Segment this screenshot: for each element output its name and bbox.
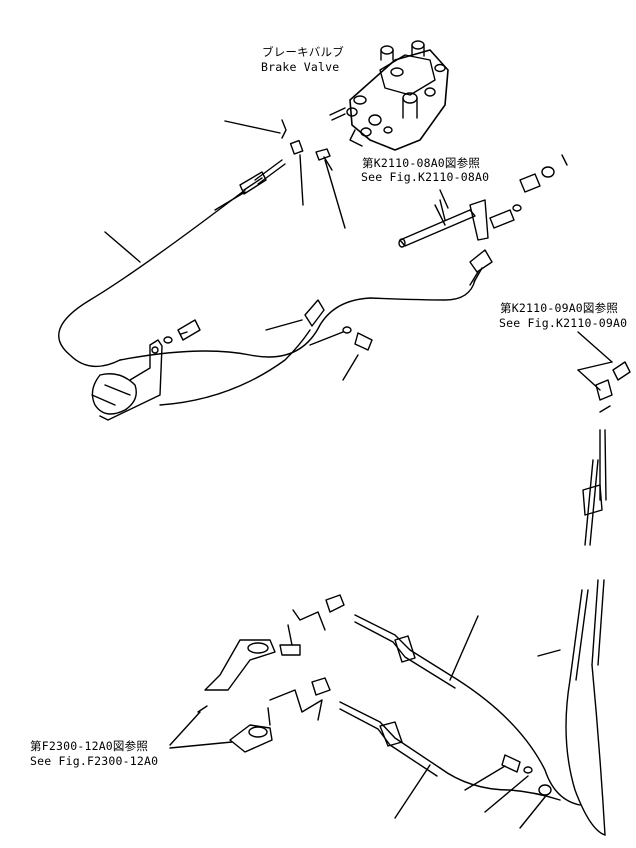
brake-valve-label-jp: ブレーキバルブ bbox=[262, 45, 344, 59]
clip-and-bolt bbox=[289, 139, 333, 171]
brake-valve-label-en: Brake Valve bbox=[261, 60, 340, 74]
lower-left-levers bbox=[169, 609, 326, 753]
brake-valve-assembly bbox=[329, 40, 449, 151]
ref-k2110-08a0-en: See Fig.K2110-08A0 bbox=[361, 170, 490, 184]
upper-right-linkage bbox=[398, 154, 568, 286]
reference-leaders bbox=[439, 189, 613, 363]
lower-cables bbox=[311, 594, 581, 819]
upper-cable bbox=[58, 159, 476, 406]
ref-k2110-08a0-jp: 第K2110-08A0図参照 bbox=[362, 156, 481, 170]
bracket-bolt bbox=[163, 319, 201, 344]
ref-k2110-09a0-jp: 第K2110-09A0図参照 bbox=[500, 301, 619, 315]
ref-k2110-09a0-en: See Fig.K2110-09A0 bbox=[499, 316, 628, 330]
leader-lines-top bbox=[224, 119, 359, 381]
right-cables bbox=[537, 361, 631, 836]
mid-clamp bbox=[304, 299, 373, 351]
ref-f2300-12a0-en: See Fig.F2300-12A0 bbox=[30, 754, 159, 768]
lower-right-hardware bbox=[464, 754, 552, 829]
ref-f2300-12a0-jp: 第F2300-12A0図参照 bbox=[30, 739, 149, 753]
cable-bracket bbox=[91, 339, 163, 421]
